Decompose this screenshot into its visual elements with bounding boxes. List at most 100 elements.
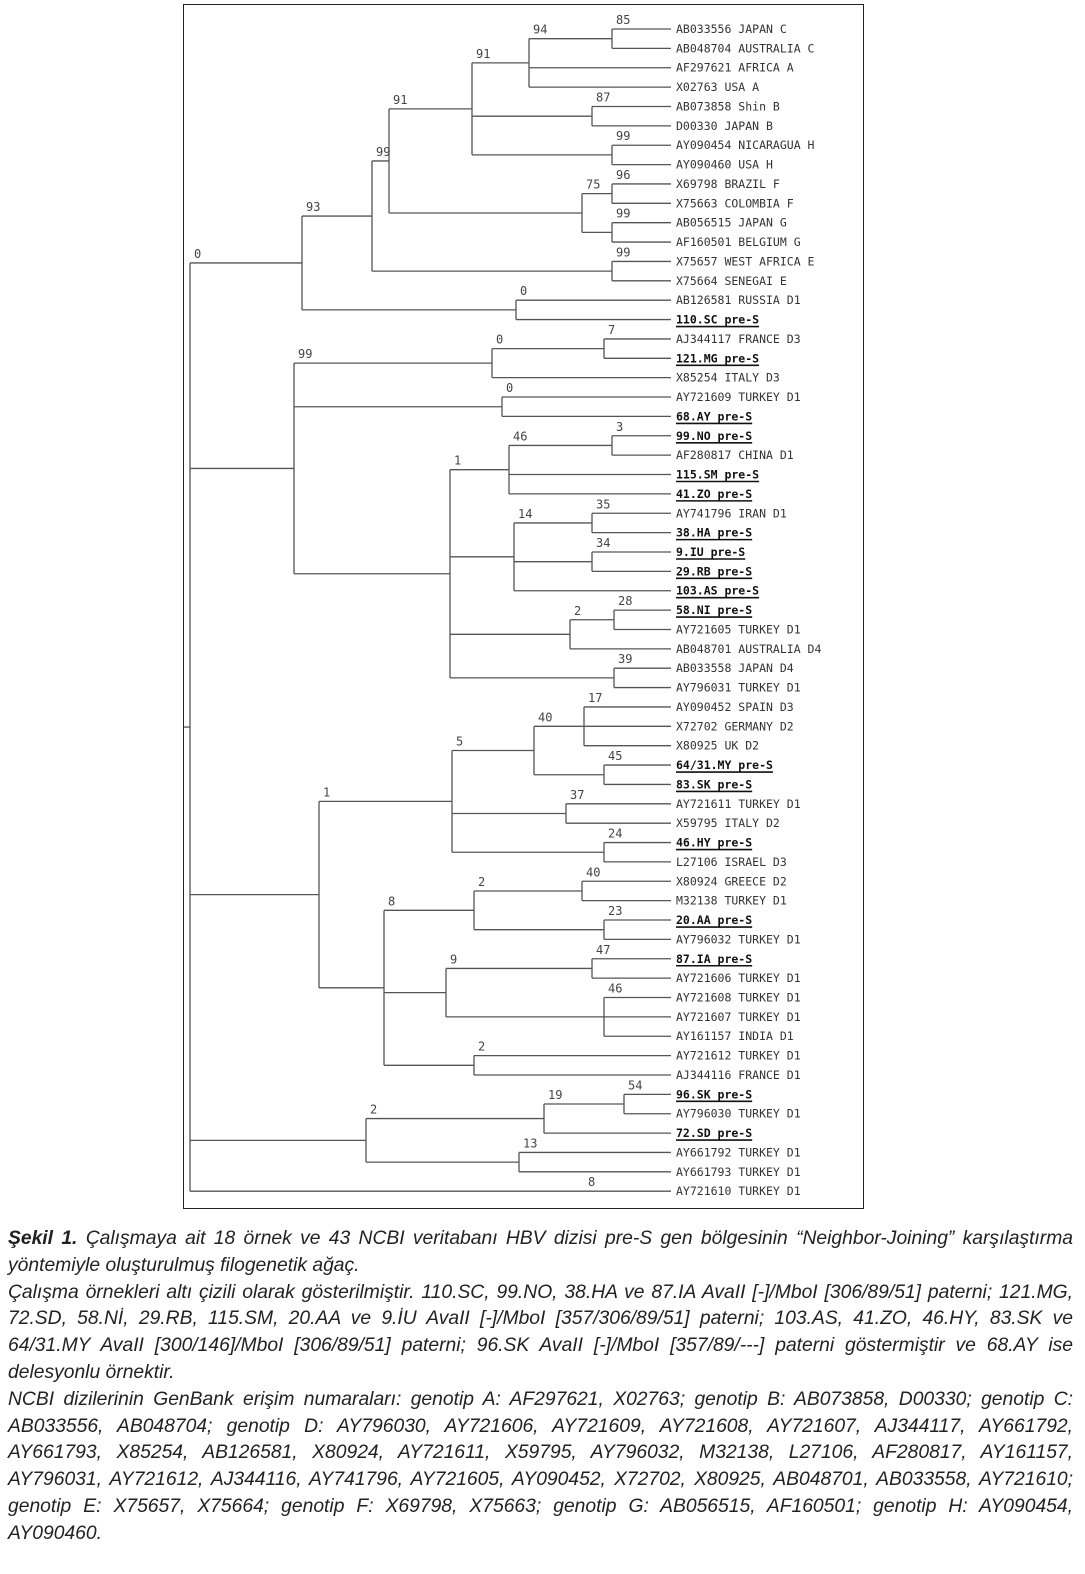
bootstrap-value: 14 (518, 507, 532, 521)
sample-leaf-label: 68.AY pre-S (676, 409, 752, 423)
sample-leaf-label: 41.ZO pre-S (676, 487, 752, 501)
bootstrap-value: 40 (538, 710, 552, 724)
sample-leaf-label: 99.NO pre-S (676, 429, 752, 443)
caption-para-2: Çalışma örnekleri altı çizili olarak gös… (8, 1281, 1073, 1383)
sample-leaf-label: 72.SD pre-S (676, 1126, 752, 1140)
reference-leaf-label: AJ344117 FRANCE D3 (676, 332, 801, 346)
tree-svg: 8594879991969975919999093700346353414282… (184, 13, 821, 1198)
reference-leaf-label: AY721609 TURKEY D1 (676, 390, 801, 404)
bootstrap-value: 46 (608, 982, 622, 996)
bootstrap-value: 13 (523, 1136, 537, 1150)
reference-leaf-label: AY721608 TURKEY D1 (676, 991, 801, 1005)
reference-leaf-label: AY661792 TURKEY D1 (676, 1145, 801, 1159)
sample-leaf-label: 64/31.MY pre-S (676, 758, 773, 772)
bootstrap-value: 91 (476, 47, 490, 61)
reference-leaf-label: AY796032 TURKEY D1 (676, 932, 801, 946)
sample-leaf-label: 46.HY pre-S (676, 836, 752, 850)
reference-leaf-label: D00330 JAPAN B (676, 119, 773, 133)
bootstrap-value: 99 (376, 145, 390, 159)
bootstrap-value: 39 (618, 652, 632, 666)
reference-leaf-label: AB048704 AUSTRALIA C (676, 41, 815, 55)
reference-leaf-label: AY090460 USA H (676, 158, 773, 172)
bootstrap-value: 24 (608, 827, 622, 841)
bootstrap-value: 40 (586, 865, 600, 879)
bootstrap-value: 7 (608, 323, 615, 337)
bootstrap-value: 99 (616, 129, 630, 143)
bootstrap-value: 0 (520, 284, 527, 298)
bootstrap-value: 54 (628, 1078, 642, 1092)
bootstrap-value: 99 (616, 245, 630, 259)
bootstrap-value: 93 (306, 200, 320, 214)
bootstrap-value: 23 (608, 904, 622, 918)
sample-leaf-label: 20.AA pre-S (676, 913, 752, 927)
reference-leaf-label: AY721605 TURKEY D1 (676, 622, 801, 636)
bootstrap-value: 45 (608, 749, 622, 763)
bootstrap-value: 0 (194, 247, 201, 261)
bootstrap-value: 34 (596, 536, 610, 550)
reference-leaf-label: AB056515 JAPAN G (676, 216, 787, 230)
reference-leaf-label: X59795 ITALY D2 (676, 816, 780, 830)
reference-leaf-label: X75664 SENEGAI E (676, 274, 787, 288)
bootstrap-value: 46 (513, 429, 527, 443)
sample-leaf-label: 110.SC pre-S (676, 313, 759, 327)
reference-leaf-label: X85254 ITALY D3 (676, 371, 780, 385)
sample-leaf-label: 29.RB pre-S (676, 564, 752, 578)
bootstrap-value: 37 (570, 788, 584, 802)
reference-leaf-label: X69798 BRAZIL F (676, 177, 780, 191)
reference-leaf-label: AF297621 AFRICA A (676, 61, 794, 75)
bootstrap-value: 75 (586, 178, 600, 192)
bootstrap-value: 87 (596, 90, 610, 104)
reference-leaf-label: L27106 ISRAEL D3 (676, 855, 787, 869)
sample-leaf-label: 9.IU pre-S (676, 545, 745, 559)
reference-leaf-label: AY721612 TURKEY D1 (676, 1049, 801, 1063)
bootstrap-value: 28 (618, 594, 632, 608)
reference-leaf-label: AY161157 INDIA D1 (676, 1029, 794, 1043)
reference-leaf-label: X75663 COLOMBIA F (676, 196, 794, 210)
caption-text-1: Çalışmaya ait 18 örnek ve 43 NCBI verita… (8, 1228, 1073, 1276)
bootstrap-value: 19 (548, 1088, 562, 1102)
figure-caption: Şekil 1. Çalışmaya ait 18 örnek ve 43 NC… (8, 1226, 1073, 1548)
bootstrap-value: 17 (588, 691, 602, 705)
reference-leaf-label: X75657 WEST AFRICA E (676, 254, 815, 268)
leaf-labels: AB033556 JAPAN C AB048704 AUSTRALIA C AF29… (676, 22, 821, 1198)
reference-leaf-label: AY721606 TURKEY D1 (676, 971, 801, 985)
reference-leaf-label: AY796031 TURKEY D1 (676, 681, 801, 695)
tree-branches (184, 28, 671, 1192)
reference-leaf-label: AY090454 NICARAGUA H (676, 138, 815, 152)
sample-leaf-label: 121.MG pre-S (676, 351, 759, 365)
sample-leaf-label: 115.SM pre-S (676, 468, 759, 482)
bootstrap-labels: 8594879991969975919999093700346353414282… (194, 13, 642, 1189)
sample-leaf-label: 58.NI pre-S (676, 603, 752, 617)
reference-leaf-label: AJ344116 FRANCE D1 (676, 1068, 801, 1082)
bootstrap-value: 2 (478, 875, 485, 889)
bootstrap-value: 96 (616, 168, 630, 182)
reference-leaf-label: X02763 USA A (676, 80, 759, 94)
bootstrap-value: 1 (323, 785, 330, 799)
reference-leaf-label: X72702 GERMANY D2 (676, 719, 794, 733)
bootstrap-value: 9 (450, 952, 457, 966)
bootstrap-value: 99 (616, 207, 630, 221)
reference-leaf-label: AB073858 Shin B (676, 99, 780, 113)
reference-leaf-label: X80924 GREECE D2 (676, 874, 787, 888)
bootstrap-value: 1 (454, 454, 461, 468)
bootstrap-value: 2 (574, 604, 581, 618)
sample-leaf-label: 96.SK pre-S (676, 1087, 752, 1101)
reference-leaf-label: AF280817 CHINA D1 (676, 448, 794, 462)
bootstrap-value: 94 (533, 23, 547, 37)
bootstrap-value: 99 (298, 347, 312, 361)
sample-leaf-label: 38.HA pre-S (676, 526, 752, 540)
bootstrap-value: 47 (596, 943, 610, 957)
reference-leaf-label: AY661793 TURKEY D1 (676, 1165, 801, 1179)
sample-leaf-label: 83.SK pre-S (676, 777, 752, 791)
reference-leaf-label: AY090452 SPAIN D3 (676, 700, 794, 714)
reference-leaf-label: AB033556 JAPAN C (676, 22, 787, 36)
reference-leaf-label: X80925 UK D2 (676, 739, 759, 753)
reference-leaf-label: M32138 TURKEY D1 (676, 894, 787, 908)
reference-leaf-label: AB048701 AUSTRALIA D4 (676, 642, 821, 656)
bootstrap-value: 2 (478, 1040, 485, 1054)
bootstrap-value: 35 (596, 497, 610, 511)
bootstrap-value: 91 (393, 93, 407, 107)
reference-leaf-label: AY741796 IRAN D1 (676, 506, 787, 520)
sample-leaf-label: 103.AS pre-S (676, 584, 759, 598)
reference-leaf-label: AB033558 JAPAN D4 (676, 661, 794, 675)
